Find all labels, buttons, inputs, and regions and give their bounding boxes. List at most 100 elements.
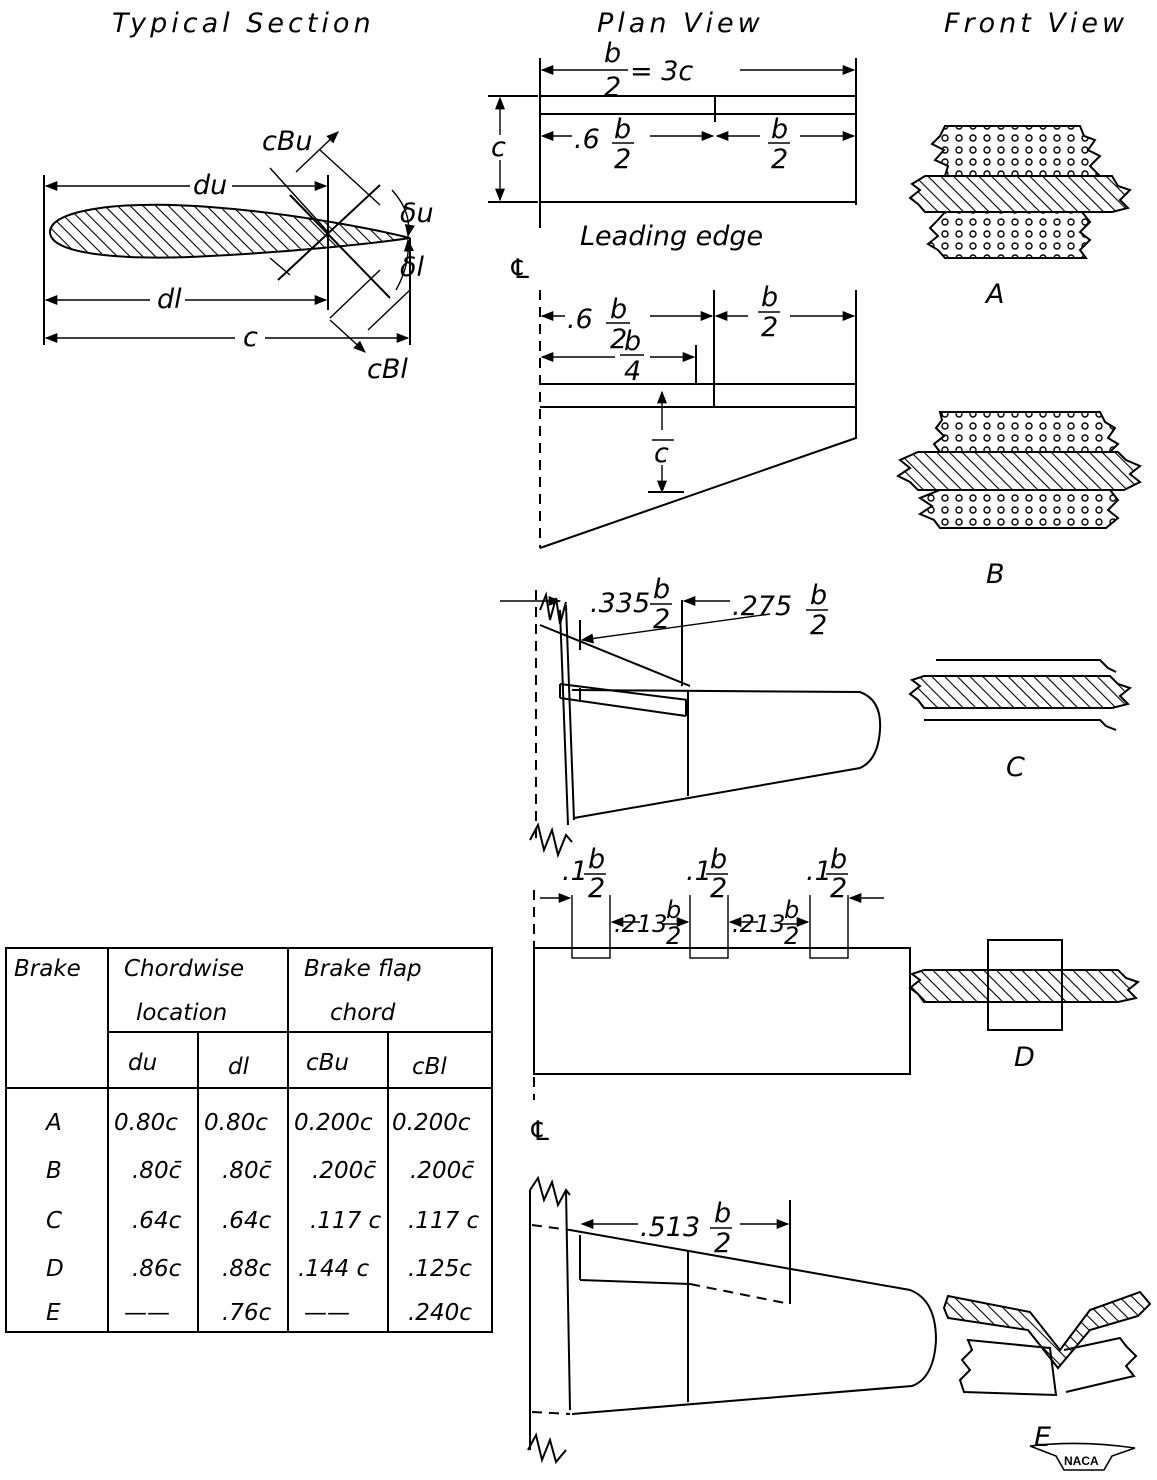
airfoil-section bbox=[48, 203, 411, 259]
svg-text:.1: .1 bbox=[562, 856, 588, 887]
table-header-chordwise: Chordwise bbox=[124, 956, 244, 982]
svg-text:.117 c: .117 c bbox=[408, 1208, 480, 1234]
svg-text:.200c̄: .200c̄ bbox=[312, 1158, 376, 1184]
svg-text:2: 2 bbox=[614, 144, 631, 175]
svg-text:b: b bbox=[771, 114, 788, 145]
table-subheader: du bbox=[128, 1050, 157, 1076]
table-row: E —— .76c —— .240c bbox=[46, 1300, 472, 1326]
front-view-a: A bbox=[908, 125, 1132, 310]
dl-label: dl bbox=[157, 284, 182, 315]
front-label-b: B bbox=[986, 559, 1005, 590]
svg-text:.513: .513 bbox=[640, 1212, 700, 1243]
typical-section-diagram: cBu du δu dl δl c cBl bbox=[43, 126, 434, 385]
svg-text:C: C bbox=[46, 1208, 62, 1234]
table-subheader: cBu bbox=[306, 1050, 349, 1076]
svg-text:b: b bbox=[666, 896, 681, 924]
front-label-a: A bbox=[984, 279, 1004, 310]
svg-text:2: 2 bbox=[604, 72, 621, 103]
plan-view-brake-c: .335 b 2 .275 b 2 bbox=[500, 574, 882, 859]
svg-text:0.200c: 0.200c bbox=[392, 1110, 471, 1136]
front-label-c: C bbox=[1006, 752, 1025, 783]
brake-table: Brake Chordwise location Brake flap chor… bbox=[5, 947, 493, 1333]
svg-text:.200c̄: .200c̄ bbox=[410, 1158, 474, 1184]
svg-text:b: b bbox=[714, 1198, 731, 1229]
table-row: B .80c̄ .80c̄ .200c̄ .200c̄ bbox=[46, 1158, 474, 1184]
svg-text:b: b bbox=[784, 896, 799, 924]
svg-text:b: b bbox=[588, 844, 605, 875]
svg-text:b: b bbox=[830, 844, 847, 875]
table-subheader: cBl bbox=[412, 1054, 447, 1080]
svg-text:b: b bbox=[624, 326, 641, 357]
chord-label: c bbox=[491, 132, 506, 163]
svg-text:.88c: .88c bbox=[222, 1256, 272, 1282]
table-header-flap: Brake flap bbox=[304, 956, 422, 982]
svg-text:B: B bbox=[46, 1158, 62, 1184]
front-view-c: C bbox=[908, 659, 1133, 783]
svg-text:2: 2 bbox=[653, 604, 670, 635]
svg-text:.213: .213 bbox=[732, 910, 785, 938]
b2-equals-3c-label: = 3c bbox=[630, 56, 693, 87]
svg-text:E: E bbox=[46, 1300, 61, 1326]
svg-text:0.80c: 0.80c bbox=[114, 1110, 178, 1136]
svg-text:b: b bbox=[761, 282, 778, 313]
svg-text:.213: .213 bbox=[614, 910, 667, 938]
svg-text:——: —— bbox=[304, 1300, 350, 1326]
leading-edge-label: Leading edge bbox=[580, 221, 763, 252]
svg-text:4: 4 bbox=[624, 356, 641, 387]
plan-view-rectangular: b 2 = 3c c .6 b 2 b 2 Leading edge ℄ bbox=[488, 38, 857, 285]
table-subheader: dl bbox=[228, 1054, 250, 1080]
front-view-title: Front View bbox=[944, 8, 1128, 39]
svg-text:2: 2 bbox=[761, 312, 778, 343]
svg-text:2: 2 bbox=[710, 873, 727, 904]
svg-text:.240c: .240c bbox=[408, 1300, 472, 1326]
svg-text:2: 2 bbox=[784, 922, 799, 950]
svg-text:0.80c: 0.80c bbox=[204, 1110, 268, 1136]
table-header-brake: Brake bbox=[14, 956, 81, 982]
svg-text:2: 2 bbox=[771, 144, 788, 175]
cbl-label: cBl bbox=[367, 354, 408, 385]
front-view-d: D bbox=[908, 939, 1141, 1073]
delta-l-label: δl bbox=[400, 252, 425, 283]
svg-text:D: D bbox=[46, 1256, 64, 1282]
svg-text:b: b bbox=[604, 38, 621, 69]
svg-text:.125c: .125c bbox=[408, 1256, 472, 1282]
mean-chord-label: c bbox=[654, 438, 669, 469]
svg-text:.6: .6 bbox=[574, 124, 600, 155]
plan-view-title: Plan View bbox=[597, 8, 764, 39]
front-view-b: B bbox=[896, 411, 1142, 590]
du-label: du bbox=[193, 170, 227, 201]
svg-text:.275: .275 bbox=[732, 591, 792, 622]
svg-text:2: 2 bbox=[810, 610, 827, 641]
svg-text:location: location bbox=[136, 1000, 227, 1026]
delta-u-label: δu bbox=[400, 198, 434, 229]
svg-text:——: —— bbox=[124, 1300, 170, 1326]
svg-text:.86c: .86c bbox=[132, 1256, 182, 1282]
typical-section-title: Typical Section bbox=[112, 8, 375, 39]
svg-text:b: b bbox=[653, 574, 670, 605]
naca-logo: NACA bbox=[1029, 1442, 1136, 1471]
svg-text:b: b bbox=[614, 114, 631, 145]
svg-text:A: A bbox=[44, 1110, 62, 1136]
svg-text:.64c: .64c bbox=[222, 1208, 272, 1234]
svg-text:.64c: .64c bbox=[132, 1208, 182, 1234]
plan-view-brake-d: .1 b 2 .1 b 2 .1 b 2 .213 b 2 .213 b 2 ℄ bbox=[528, 844, 911, 1147]
svg-text:.80c̄: .80c̄ bbox=[222, 1158, 272, 1184]
svg-text:.117 c: .117 c bbox=[310, 1208, 382, 1234]
cbu-label: cBu bbox=[262, 126, 312, 157]
c-label: c bbox=[243, 322, 258, 353]
svg-text:2: 2 bbox=[830, 873, 847, 904]
svg-text:.6: .6 bbox=[567, 304, 593, 335]
svg-text:chord: chord bbox=[330, 1000, 396, 1026]
svg-text:2: 2 bbox=[610, 324, 627, 355]
svg-text:.335: .335 bbox=[590, 588, 650, 619]
svg-text:.144 c: .144 c bbox=[298, 1256, 370, 1282]
svg-text:b: b bbox=[610, 294, 627, 325]
svg-text:2: 2 bbox=[666, 922, 681, 950]
svg-text:.80c̄: .80c̄ bbox=[132, 1158, 182, 1184]
front-view-e: E bbox=[942, 1290, 1152, 1453]
svg-text:0.200c: 0.200c bbox=[294, 1110, 373, 1136]
table-row: C .64c .64c .117 c .117 c bbox=[46, 1208, 480, 1234]
svg-text:2: 2 bbox=[588, 873, 605, 904]
svg-text:2: 2 bbox=[714, 1228, 731, 1259]
